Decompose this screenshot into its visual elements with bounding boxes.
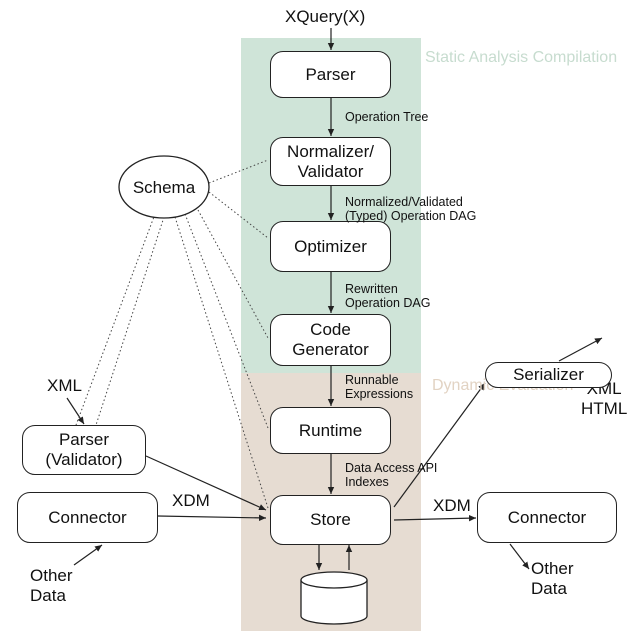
left-other-data-label: Other Data — [30, 566, 73, 605]
schema-link-parser-b — [95, 216, 165, 426]
xml-input-label: XML — [47, 376, 82, 395]
schema-link-store — [174, 216, 269, 509]
code-generator-box: Code Generator — [270, 314, 391, 366]
right-connector-box: Connector — [477, 492, 617, 543]
arrow-store-to-connector — [393, 514, 477, 522]
xquery-input-label: XQuery(X) — [285, 7, 366, 26]
arrow-serializer-to-xmlhtml — [558, 337, 603, 362]
arrow-xml-to-parser — [66, 397, 85, 425]
runtime-box: Runtime — [270, 407, 391, 454]
parser-box: Parser — [270, 51, 391, 98]
store-box: Store — [270, 495, 391, 545]
normalizer-validator-box: Normalizer/ Validator — [270, 137, 391, 186]
arrow-connector-to-store — [157, 514, 267, 522]
connectors — [66, 28, 603, 570]
arrow-connector-to-otherdata — [509, 543, 530, 570]
optimizer-box: Optimizer — [270, 221, 391, 272]
serializer-box: Serializer — [485, 362, 612, 388]
schema-link-parser-a — [75, 213, 156, 426]
arrow-store-to-serializer — [393, 382, 486, 508]
xml-html-output-label: XML HTML — [581, 379, 628, 418]
database-icon — [300, 571, 368, 625]
arrow-otherdata-to-connector — [73, 544, 103, 566]
right-xdm-label: XDM — [433, 496, 471, 515]
right-other-data-label: Other Data — [531, 559, 574, 598]
schema-links — [75, 159, 269, 509]
normalized-dag-label: Normalized/Validated (Typed) Operation D… — [345, 195, 477, 224]
data-access-api-label: Data Access API Indexes — [345, 461, 438, 490]
operation-tree-label: Operation Tree — [345, 110, 429, 124]
schema-link-codegen — [197, 209, 269, 339]
parser-validator-box: Parser (Validator) — [22, 425, 146, 475]
schema-link-optimizer — [208, 191, 269, 239]
schema-label: Schema — [132, 178, 196, 197]
runnable-expressions-label: Runnable Expressions — [345, 373, 414, 402]
schema-link-normalizer — [208, 159, 269, 184]
left-xdm-label: XDM — [172, 491, 210, 510]
rewritten-dag-label: Rewritten Operation DAG — [345, 282, 431, 311]
left-connector-box: Connector — [17, 492, 158, 543]
arrow-parser-to-store — [145, 455, 267, 511]
schema-ellipse — [118, 155, 210, 219]
static-analysis-label: Static Analysis Compilation — [425, 49, 618, 66]
